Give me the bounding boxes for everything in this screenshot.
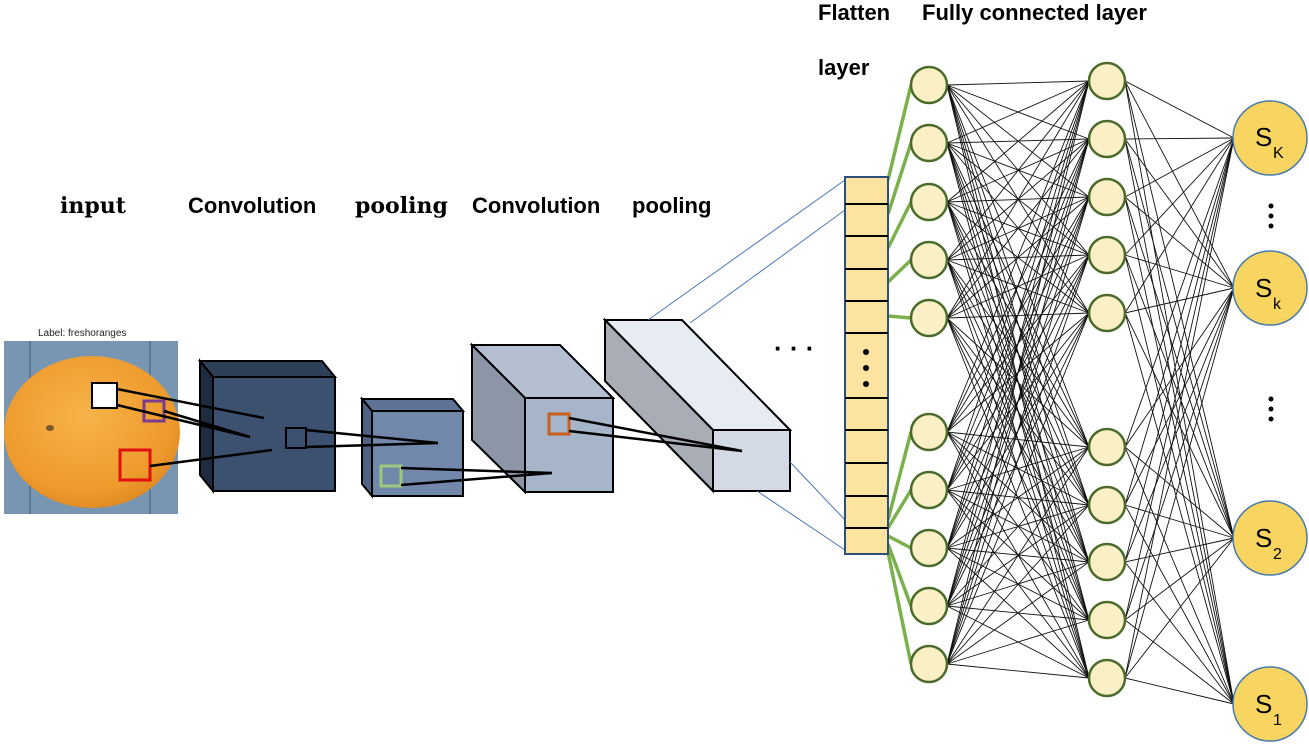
svg-text:2: 2 [1273, 546, 1282, 563]
fully-connected-label: Fully connected layer [922, 0, 1147, 25]
fc2-neuron [1087, 235, 1127, 275]
pool2-feature-map [602, 317, 793, 494]
fc1-neuron [909, 470, 949, 510]
flatten-label-line2: layer [818, 55, 870, 80]
fc-hidden-connections [946, 80, 1090, 679]
fc1-neuron [909, 586, 949, 626]
flatten-projection-lines [647, 179, 846, 551]
fc1-neuron [909, 123, 949, 163]
input-image [4, 341, 180, 514]
output-vertical-ellipsis-upper [1268, 203, 1274, 229]
output-vertical-ellipsis-lower [1268, 396, 1274, 422]
fc2-neuron [1087, 293, 1127, 333]
fc1-neuron [909, 412, 949, 452]
output-node-s1: S 1 [1232, 666, 1308, 742]
pool1-kernel-box [379, 464, 403, 488]
white-kernel-box [91, 382, 118, 409]
image-caption: Label: freshoranges [38, 328, 126, 339]
fc2-neuron [1087, 485, 1127, 525]
fc2-neuron [1087, 427, 1127, 467]
fc2-neuron [1087, 600, 1127, 640]
fc2-neuron [1087, 177, 1127, 217]
conv1-feature-map [197, 358, 338, 494]
flatten-label-line1: Flatten [818, 0, 890, 25]
pooling-2-label: pooling [632, 193, 711, 218]
conv1-kernel-box [285, 427, 307, 449]
horizontal-ellipsis: · · · [774, 333, 814, 363]
fc1-neuron [909, 240, 949, 280]
svg-text:S: S [1255, 273, 1272, 303]
convolution-2-label: Convolution [472, 193, 600, 218]
conv2-kernel-box [547, 412, 571, 436]
fc-layer-2-neurons [1087, 61, 1127, 698]
fc1-neuron [909, 65, 949, 105]
output-node-sK: S K [1232, 100, 1308, 176]
fc2-neuron [1087, 119, 1127, 159]
fc-output-connections [1124, 80, 1235, 705]
svg-text:1: 1 [1273, 712, 1282, 729]
svg-text:S: S [1255, 122, 1272, 152]
fc2-neuron [1087, 658, 1127, 698]
svg-text:k: k [1273, 296, 1282, 313]
output-node-sk: S k [1232, 250, 1308, 326]
fc2-neuron [1087, 542, 1127, 582]
fc2-neuron [1087, 61, 1127, 101]
fc1-neuron [909, 298, 949, 338]
flatten-to-fc-connections [886, 84, 913, 665]
kernel-connection-lines [116, 387, 743, 487]
pooling-1-label: pooling [355, 193, 448, 219]
fc-layer-1-neurons [909, 65, 949, 684]
svg-text:S: S [1255, 689, 1272, 719]
svg-text:K: K [1273, 145, 1284, 162]
convolution-1-label: Convolution [188, 193, 316, 218]
flatten-layer [844, 176, 889, 555]
input-label: input [60, 193, 127, 219]
conv2-feature-map [469, 342, 616, 495]
output-node-s2: S 2 [1232, 500, 1308, 576]
fc1-neuron [909, 182, 949, 222]
fc1-neuron [909, 644, 949, 684]
svg-text:S: S [1255, 523, 1272, 553]
fc1-neuron [909, 528, 949, 568]
